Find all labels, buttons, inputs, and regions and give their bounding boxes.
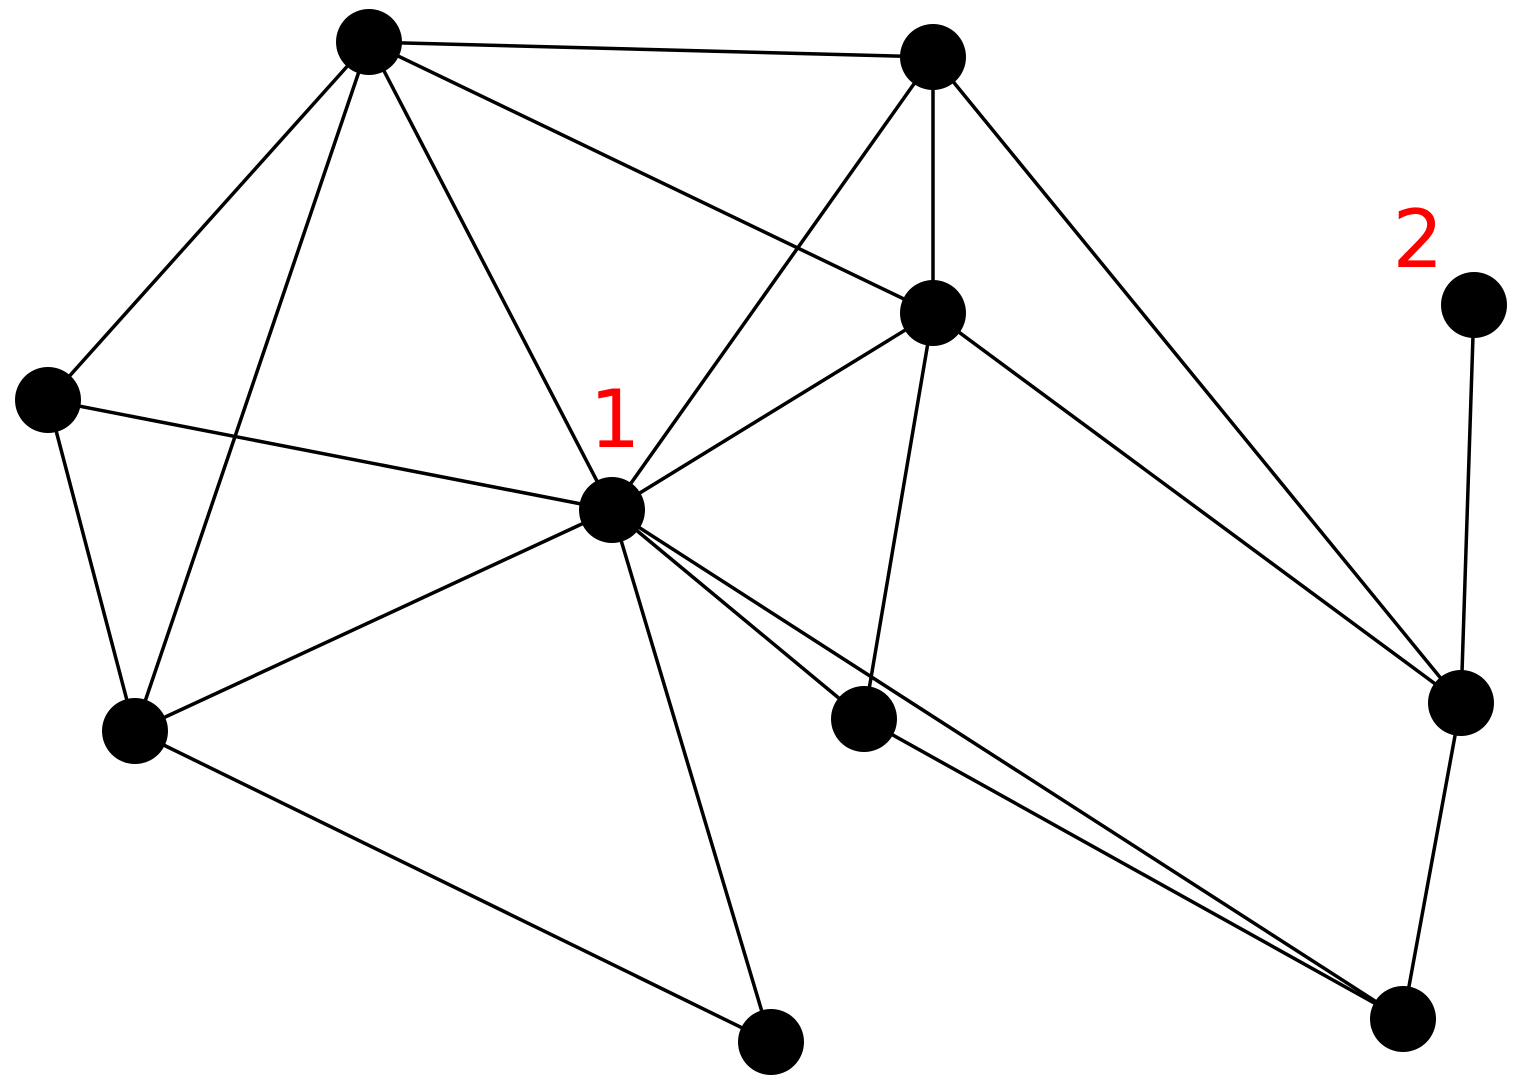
node-v12 <box>1441 272 1507 338</box>
node-label-2: 2 <box>1393 193 1444 286</box>
edge-v1-v5 <box>133 40 371 733</box>
edge-v1-v4 <box>367 40 935 315</box>
node-v11 <box>1370 986 1436 1052</box>
node-v9 <box>738 1009 804 1075</box>
node-v5 <box>102 698 168 764</box>
node-v4 <box>900 280 966 346</box>
node-label-1: 1 <box>590 373 641 466</box>
edge-v6-v11 <box>610 508 1405 1021</box>
edge-v4-v10 <box>931 311 1463 705</box>
edge-v4-v7 <box>610 311 935 512</box>
edge-v5-v9 <box>133 729 773 1044</box>
edge-v2-v6 <box>610 55 935 512</box>
edge-v6-v9 <box>610 508 773 1044</box>
edge-v7-v8 <box>610 508 866 721</box>
edge-v10-v11 <box>1401 701 1463 1021</box>
nodes-layer <box>15 9 1507 1075</box>
node-v10 <box>1428 670 1494 736</box>
edges-layer <box>46 40 1476 1044</box>
edge-v3-v5 <box>46 398 137 733</box>
edge-v5-v6 <box>133 508 614 733</box>
node-v8 <box>831 686 897 752</box>
edge-v3-v7 <box>46 398 614 512</box>
node-v6 <box>579 477 645 543</box>
node-v1 <box>336 9 402 75</box>
labels-layer: 1 2 <box>590 193 1444 466</box>
node-v3 <box>15 367 81 433</box>
edge-v1-v3 <box>46 40 371 402</box>
edge-v1-v7 <box>367 40 614 512</box>
edge-v1-v2 <box>367 40 935 59</box>
edge-v8-v11 <box>862 717 1405 1021</box>
edge-v2-v10 <box>931 55 1463 705</box>
edge-v10-v12 <box>1459 303 1476 705</box>
node-v2 <box>900 24 966 90</box>
edge-v4-v8 <box>862 311 935 721</box>
